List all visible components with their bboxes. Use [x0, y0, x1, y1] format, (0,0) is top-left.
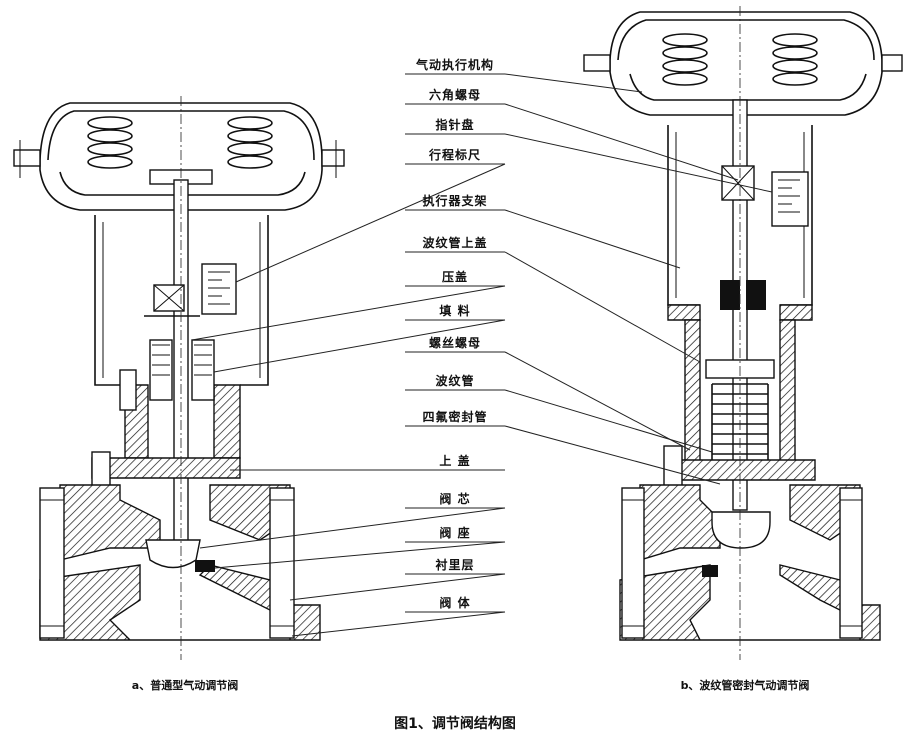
left-valve-plug: [145, 539, 201, 569]
label-pointer-disc: 指针盘: [435, 117, 474, 132]
label-hex-nut: 六角螺母: [429, 87, 481, 102]
figure-title: 图1、调节阀结构图: [394, 715, 516, 732]
right-valve-plug: [711, 511, 771, 549]
label-bonnet: 上 盖: [439, 453, 470, 468]
right-travel-scale: [771, 171, 809, 227]
label-bellows-cover: 波纹管上盖: [422, 235, 487, 250]
left-actuator-dome: [39, 102, 323, 161]
right-valve-body: [639, 484, 721, 561]
right-actuator-dome: [609, 11, 883, 61]
leader-lines: [191, 73, 773, 637]
label-valve-seat: 阀 座: [439, 525, 470, 540]
left-yoke: [94, 215, 269, 386]
label-ptfe-seal-tube: 四氟密封管: [422, 409, 487, 424]
left-valve-drawing: [13, 96, 345, 660]
label-pneumatic-actuator: 气动执行机构: [415, 57, 494, 72]
label-lining: 衬里层: [435, 557, 474, 572]
label-gland: 压盖: [442, 269, 468, 284]
left-valve-body: [59, 484, 161, 561]
label-bellows: 波纹管: [435, 373, 474, 388]
caption-right: b、波纹管密封气动调节阀: [681, 678, 810, 692]
component-labels: 气动执行机构 六角螺母 指针盘 行程标尺 执行器支架 波纹管上盖 压盖 填 料 …: [405, 57, 505, 613]
label-valve-plug: 阀 芯: [439, 491, 470, 506]
caption-left: a、普通型气动调节阀: [132, 678, 238, 692]
label-packing: 填 料: [439, 303, 470, 318]
label-valve-body: 阀 体: [439, 595, 470, 610]
right-valve-drawing: [583, 6, 903, 660]
label-travel-scale: 行程标尺: [428, 147, 481, 162]
label-actuator-yoke: 执行器支架: [422, 193, 487, 208]
label-bolt-nut: 螺丝螺母: [429, 335, 481, 350]
